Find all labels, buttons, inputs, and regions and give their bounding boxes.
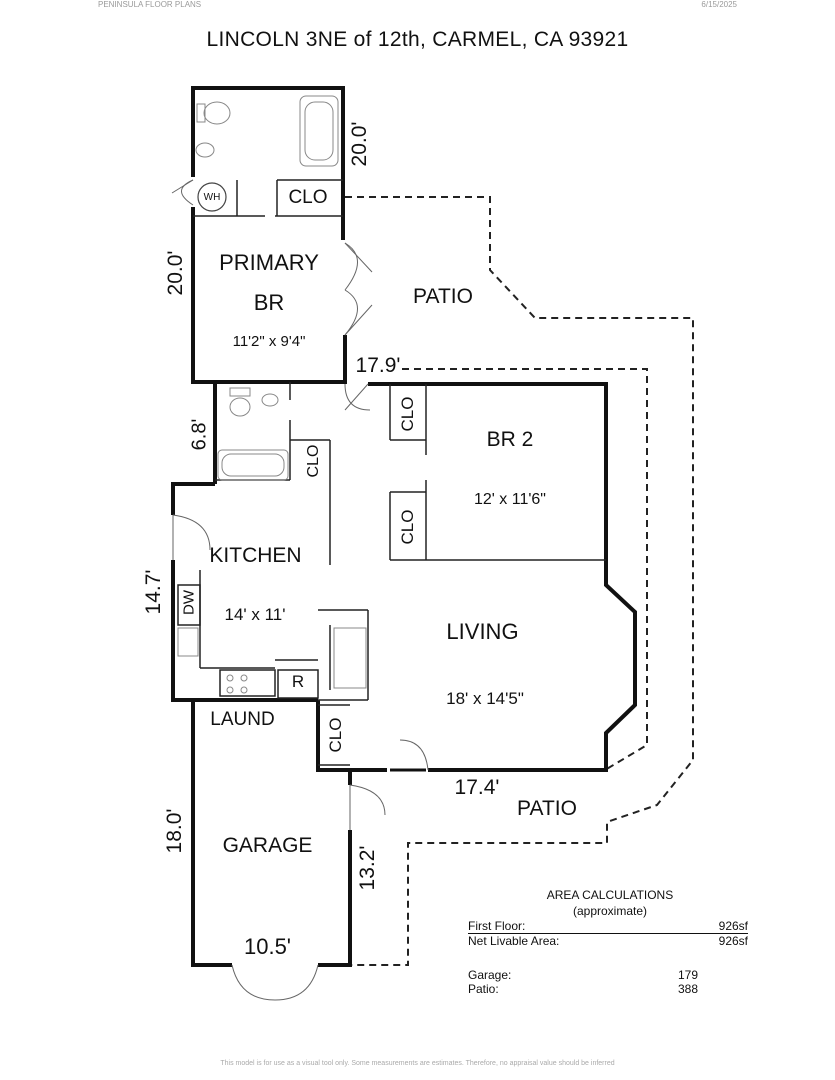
dim-primary-height: 20.0'	[164, 250, 187, 296]
primary-br-line2: BR	[253, 290, 285, 315]
area-row-net-livable: Net Livable Area: 926sf	[468, 934, 748, 948]
area-label: First Floor:	[468, 919, 526, 933]
area-heading: AREA CALCULATIONS	[546, 888, 674, 902]
area-subheading: (approximate)	[572, 904, 648, 918]
dim-garage-height: 18.0'	[163, 808, 186, 854]
fixtures	[177, 95, 367, 694]
area-value: 926sf	[718, 919, 748, 933]
patio-outline	[345, 196, 694, 966]
dim-patio-width-top: 17.9'	[355, 354, 401, 377]
dim-bath-height: 20.0'	[348, 121, 371, 167]
area-label: Patio:	[468, 982, 499, 996]
doors	[171, 179, 429, 1001]
dw-label: DW	[180, 590, 198, 615]
disclaimer: This model is for use as a visual tool o…	[220, 1060, 615, 1067]
plan-title: LINCOLN 3NE of 12th, CARMEL, CA 93921	[206, 28, 629, 51]
area-row-patio: Patio: 388	[468, 982, 748, 996]
date-header: 6/15/2025	[701, 0, 737, 9]
area-value: 926sf	[718, 934, 748, 948]
kitchen-size: 14' x 11'	[224, 605, 286, 624]
area-value: 179	[678, 968, 699, 982]
clo-label-primary: CLO	[288, 187, 328, 208]
dim-patio-width-bottom: 17.4'	[454, 776, 500, 799]
area-label: Garage:	[468, 968, 512, 982]
br2-label: BR 2	[486, 428, 534, 451]
r-label: R	[291, 672, 305, 691]
area-label: Net Livable Area:	[468, 934, 560, 948]
kitchen-label: KITCHEN	[209, 544, 302, 567]
primary-br-line1: PRIMARY	[219, 250, 319, 275]
clo-label-hall: CLO	[305, 444, 322, 478]
br2-size: 12' x 11'6"	[474, 491, 546, 508]
brand-header: PENINSULA FLOOR PLANS	[98, 0, 202, 9]
area-calculations: AREA CALCULATIONS (approximate) First Fl…	[468, 887, 748, 996]
dim-garage-entry: 13.2'	[356, 845, 379, 891]
primary-br-size: 11'2" x 9'4"	[232, 333, 306, 350]
garage-label: GARAGE	[222, 834, 313, 857]
area-row-first-floor: First Floor: 926sf	[468, 919, 748, 934]
interior-lines	[177, 179, 606, 766]
clo-label-laund: CLO	[326, 717, 345, 753]
clo-label-br2-top: CLO	[398, 396, 417, 432]
laund-label: LAUND	[210, 709, 275, 730]
dim-hall-bath: 6.8'	[188, 418, 211, 451]
living-size: 18' x 14'5"	[446, 689, 524, 708]
dim-garage-width: 10.5'	[243, 934, 292, 959]
water-heater-icon	[197, 182, 227, 212]
clo-label-br2-bottom: CLO	[398, 509, 417, 545]
walls	[171, 86, 637, 967]
wh-label: WH	[203, 192, 221, 203]
area-value: 388	[678, 982, 699, 996]
area-row-garage: Garage: 179	[468, 968, 748, 982]
patio-bottom-label: PATIO	[517, 797, 577, 820]
patio-top-label: PATIO	[413, 285, 473, 308]
dim-kitchen-height: 14.7'	[142, 569, 165, 615]
living-label: LIVING	[446, 619, 519, 644]
primary-br-label: PRIMARY BR	[193, 243, 345, 323]
